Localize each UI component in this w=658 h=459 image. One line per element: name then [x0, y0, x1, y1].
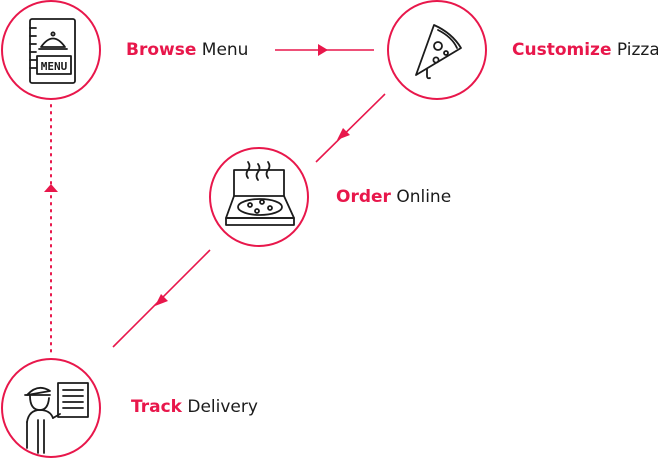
- step-label-rest: Delivery: [181, 397, 258, 417]
- step-label-rest: Menu: [196, 40, 249, 60]
- arrow-down-left-icon: [155, 294, 168, 306]
- step-label-track: Track Delivery: [131, 397, 258, 417]
- arrow-down-left-icon: [337, 128, 350, 140]
- step-label-order: Order Online: [336, 187, 451, 207]
- menu-icon-text: MENU: [41, 60, 68, 73]
- step-label-highlight: Customize: [512, 40, 612, 60]
- step-circle: [1, 0, 101, 100]
- step-label-highlight: Browse: [126, 40, 197, 60]
- delivery-person-icon: [24, 382, 89, 454]
- step-circle: [209, 147, 309, 247]
- step-label-customize: Customize Pizza: [512, 40, 658, 60]
- connector-track-to-browse: [44, 104, 58, 353]
- step-label-rest: Online: [390, 187, 452, 207]
- step-label-rest: Pizza: [611, 40, 658, 60]
- step-order-online: [209, 147, 309, 247]
- step-label-highlight: Order: [336, 187, 391, 207]
- menu-book-icon: MENU: [29, 18, 76, 84]
- arrow-up-icon: [44, 184, 58, 192]
- connector-order-to-track: [112, 249, 211, 348]
- connector-browse-to-customize: [275, 44, 374, 56]
- connector-customize-to-order: [315, 93, 386, 163]
- step-label-highlight: Track: [131, 397, 182, 417]
- step-track-delivery: [1, 358, 101, 458]
- pizza-slice-icon: [415, 24, 462, 80]
- arrow-right-icon: [318, 44, 328, 56]
- step-customize-pizza: [387, 0, 487, 100]
- pizza-box-icon: [225, 161, 295, 226]
- step-circle: [1, 358, 101, 458]
- step-browse-menu: MENU: [1, 0, 101, 100]
- step-label-browse: Browse Menu: [126, 40, 248, 60]
